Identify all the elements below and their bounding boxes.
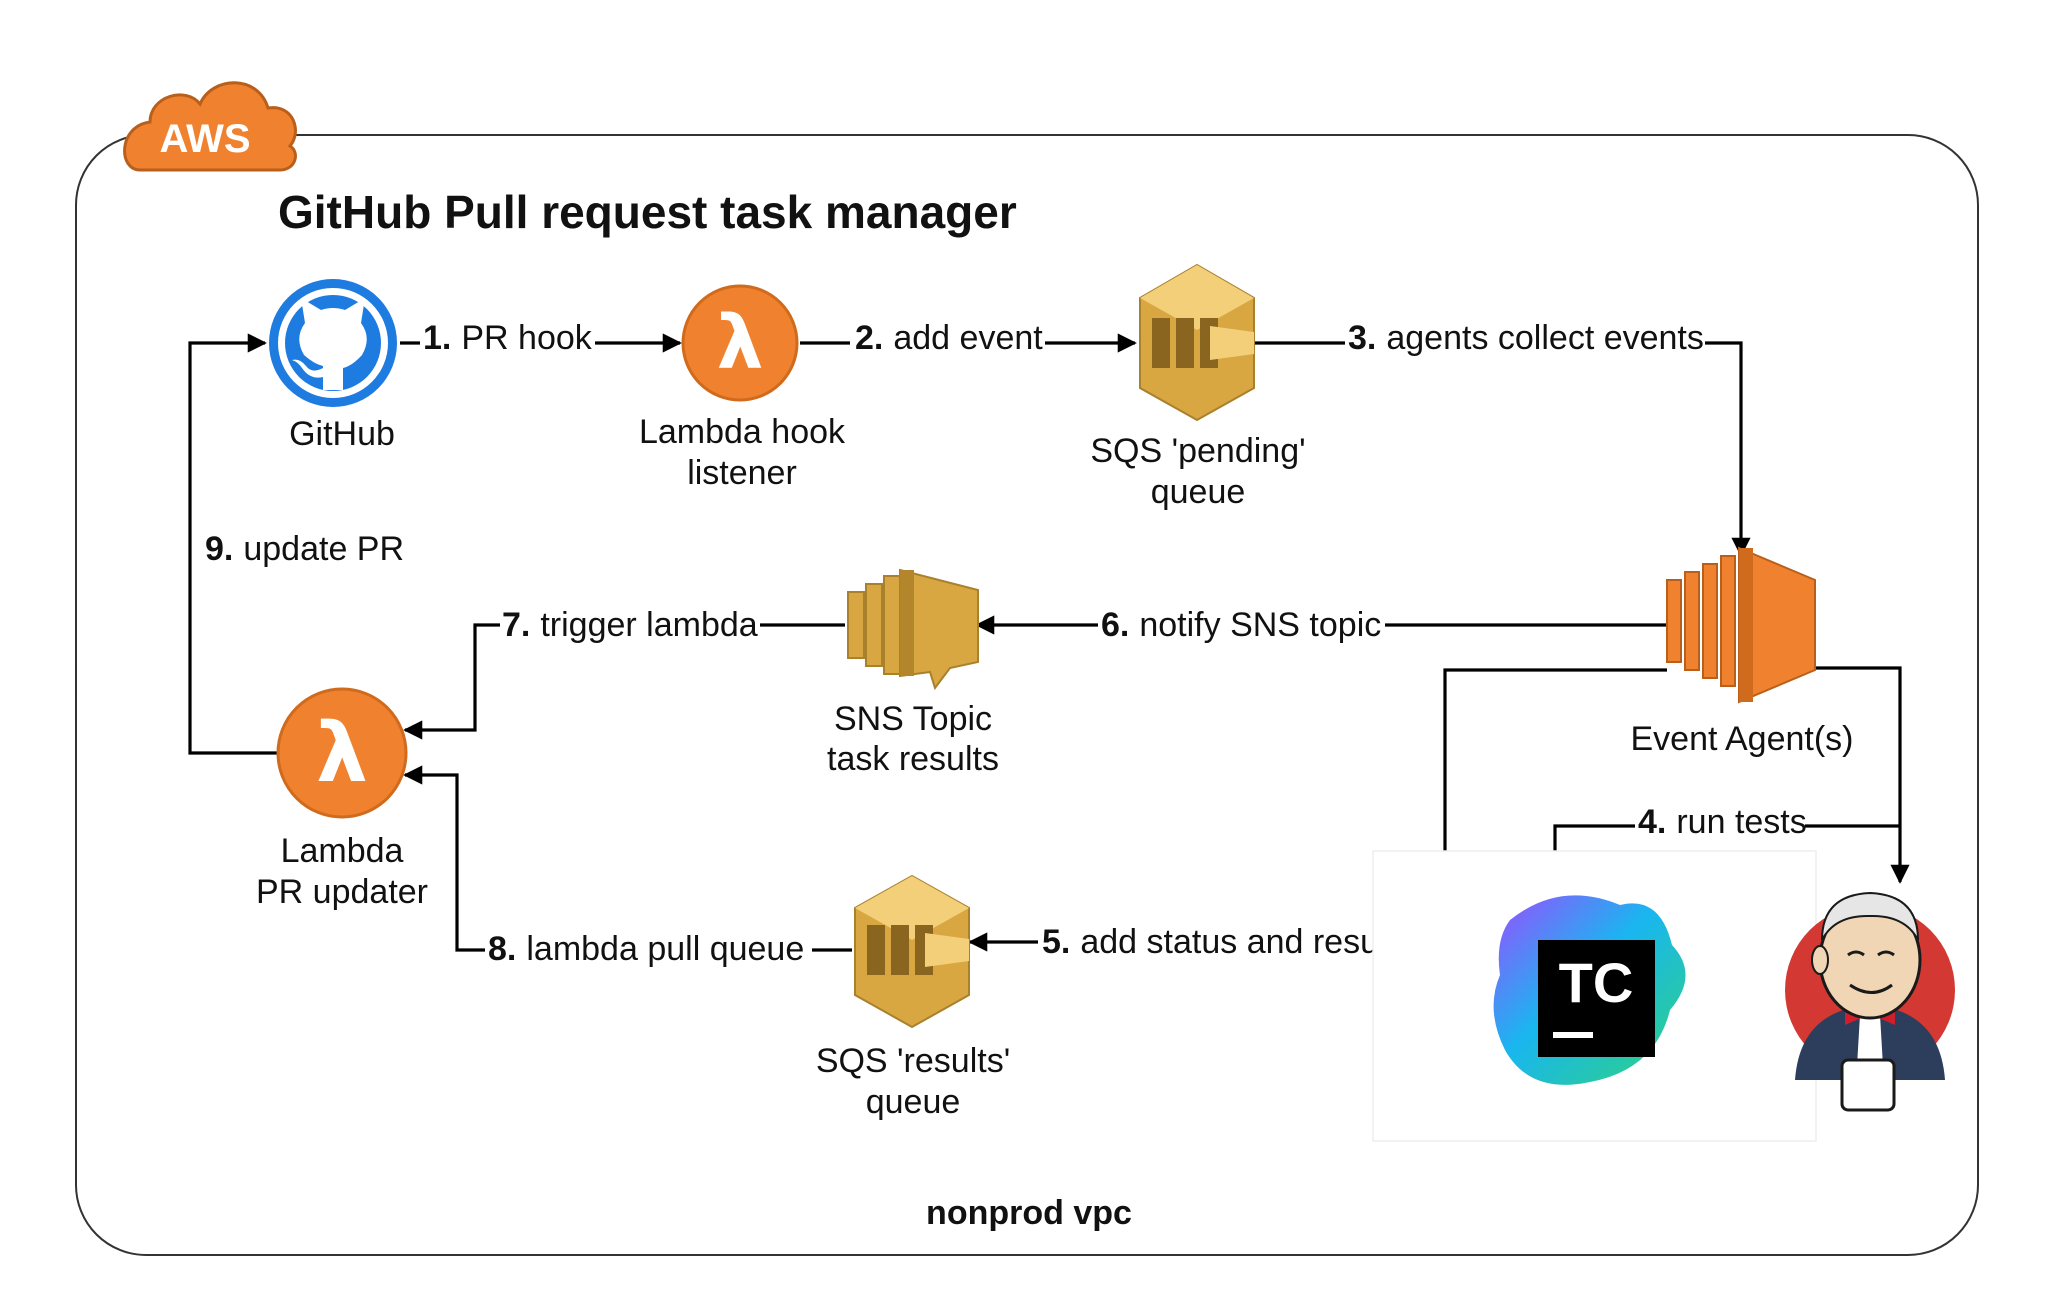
github-octocat-icon bbox=[269, 279, 397, 407]
step-7-text: trigger lambda bbox=[540, 606, 757, 644]
lambda-hook-label-line2: listener bbox=[687, 454, 797, 492]
sqs-results-label-line1: SQS 'results' bbox=[816, 1042, 1010, 1080]
event-agent-node: Event Agent(s) bbox=[1630, 546, 1854, 758]
aws-badge-label: AWS bbox=[159, 117, 250, 161]
github-node: GitHub bbox=[269, 279, 397, 453]
sqs-pending-node: SQS 'pending' queue bbox=[1090, 263, 1306, 511]
step-2-text: add event bbox=[893, 319, 1043, 357]
vpc-label: nonprod vpc bbox=[926, 1194, 1132, 1232]
sns-topic-node: SNS Topic task results bbox=[827, 568, 999, 778]
step-1-text: PR hook bbox=[461, 319, 592, 357]
step-9-label: 9. update PR bbox=[205, 530, 404, 568]
lambda-hook-label-line1: Lambda hook bbox=[639, 413, 846, 451]
sqs-pending-label-line1: SQS 'pending' bbox=[1090, 432, 1305, 470]
lambda-icon: λ bbox=[276, 687, 408, 819]
step-6-label: 6. notify SNS topic bbox=[1101, 606, 1381, 644]
step-8-label: 8. lambda pull queue bbox=[488, 930, 804, 968]
step-1-label: 1. PR hook bbox=[423, 319, 593, 357]
step-5-num: 5. bbox=[1042, 923, 1070, 961]
step-4-text: run tests bbox=[1676, 803, 1806, 841]
ec2-instances-icon bbox=[1666, 546, 1816, 704]
step-labels: 1. PR hook 2. add event 3. agents collect e… bbox=[205, 319, 1807, 968]
sqs-queue-icon bbox=[854, 874, 970, 1029]
lambda-updater-node: λ Lambda PR updater bbox=[256, 687, 428, 911]
event-agent-label: Event Agent(s) bbox=[1630, 720, 1853, 758]
step-2-num: 2. bbox=[855, 319, 883, 357]
sqs-pending-label-line2: queue bbox=[1151, 473, 1246, 511]
sqs-results-node: SQS 'results' queue bbox=[816, 874, 1010, 1121]
sns-topic-label-line1: SNS Topic bbox=[834, 700, 992, 738]
step-8-text: lambda pull queue bbox=[526, 930, 804, 968]
step-8-num: 8. bbox=[488, 930, 516, 968]
step-9-text: update PR bbox=[243, 530, 404, 568]
aws-cloud-badge: AWS bbox=[123, 81, 297, 172]
lambda-updater-label-line2: PR updater bbox=[256, 873, 428, 911]
step-9-num: 9. bbox=[205, 530, 233, 568]
step-3-label: 3. agents collect events bbox=[1348, 319, 1704, 357]
step-3-text: agents collect events bbox=[1386, 319, 1704, 357]
sqs-queue-icon bbox=[1139, 263, 1255, 422]
step-6-text: notify SNS topic bbox=[1139, 606, 1381, 644]
github-label: GitHub bbox=[289, 415, 395, 453]
svg-text:λ: λ bbox=[717, 300, 764, 386]
diagram-title: GitHub Pull request task manager bbox=[278, 186, 1017, 238]
step-2-label: 2. add event bbox=[855, 319, 1043, 357]
teamcity-logo-text: TC bbox=[1559, 951, 1634, 1014]
step-1-num: 1. bbox=[423, 319, 451, 357]
lambda-icon: λ bbox=[681, 284, 799, 402]
teamcity-node: TC bbox=[1493, 895, 1686, 1085]
jenkins-butler-icon bbox=[1785, 891, 1955, 1112]
jenkins-node bbox=[1785, 891, 1955, 1112]
step-4-num: 4. bbox=[1638, 803, 1666, 841]
step-6-num: 6. bbox=[1101, 606, 1129, 644]
sns-topic-icon bbox=[847, 568, 979, 691]
step-7-label: 7. trigger lambda bbox=[502, 606, 758, 644]
step-4-label: 4. run tests bbox=[1638, 803, 1807, 841]
sqs-results-label-line2: queue bbox=[866, 1083, 961, 1121]
step-7-num: 7. bbox=[502, 606, 530, 644]
step-3-num: 3. bbox=[1348, 319, 1376, 357]
lambda-hook-node: λ Lambda hook listener bbox=[639, 284, 846, 492]
lambda-updater-label-line1: Lambda bbox=[281, 832, 404, 870]
step-5-label: 5. add status and results bbox=[1042, 923, 1413, 961]
step-5-text: add status and results bbox=[1080, 923, 1413, 961]
sns-topic-label-line2: task results bbox=[827, 740, 999, 778]
teamcity-logo-icon: TC bbox=[1493, 895, 1686, 1085]
svg-text:λ: λ bbox=[316, 706, 368, 801]
